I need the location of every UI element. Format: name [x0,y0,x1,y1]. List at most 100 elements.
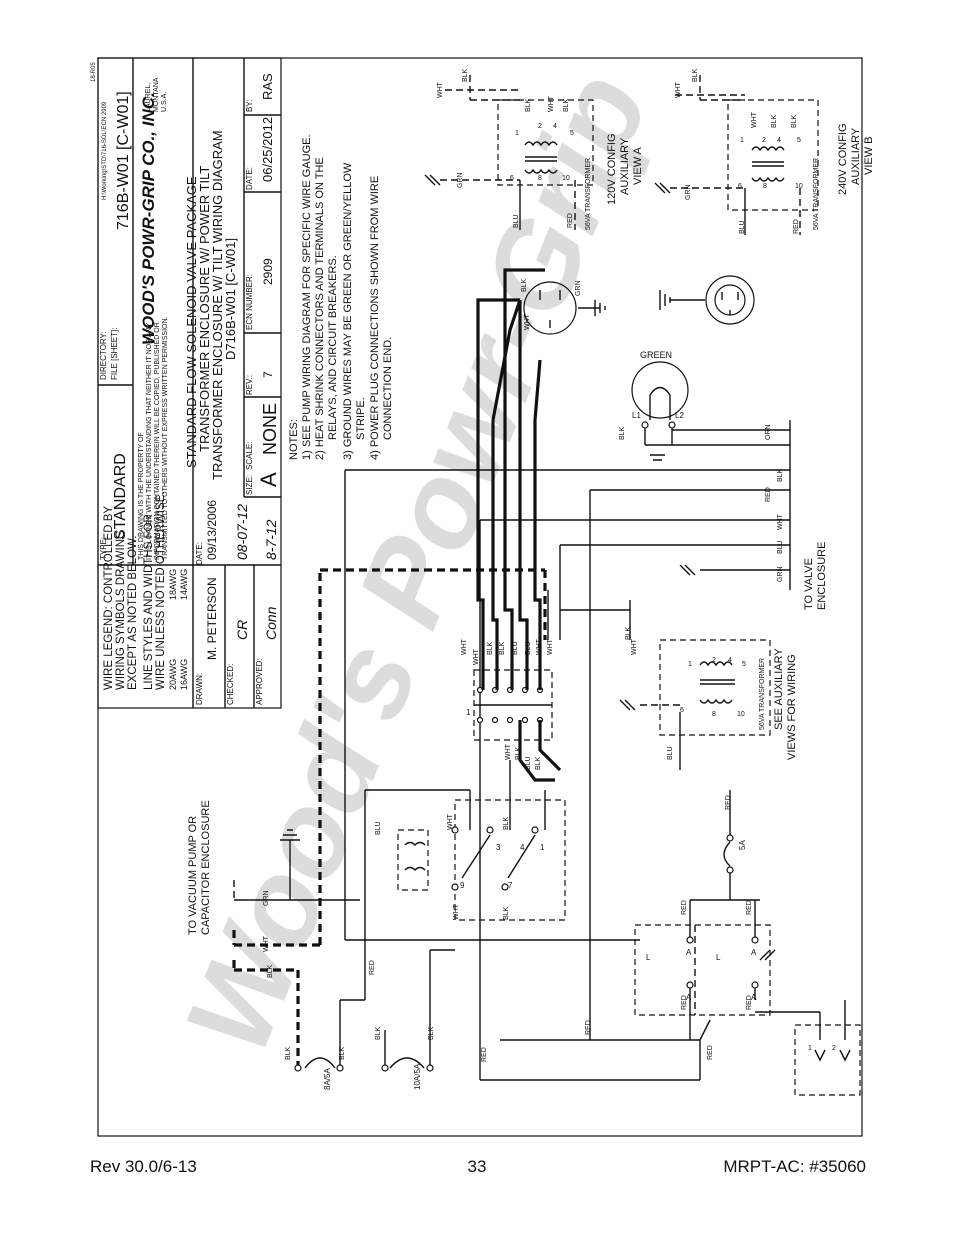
view-a-xfmr-rating: 56VA TRANSFORMER [585,158,592,230]
relay-terminal-7: 7 [508,881,513,890]
type-value: STANDARD [112,453,129,540]
view-b-terminal-2: 2 [762,137,766,144]
fuse-5a-label: 5A [738,840,747,850]
property-line-3: INFORMATION CONTAINED THEREIN WILL BE CO… [154,322,161,560]
location-line-2: MONTANA [153,77,160,112]
checked-date: 08-07-12 [234,504,250,560]
drawn-name: M. PETERSON [205,577,219,660]
view-b-blk-3: BLK [791,114,798,128]
fuse-5a: 5A RED [690,790,760,901]
view-a-wht-2: WHT [548,95,555,112]
drawn-date: 09/13/2006 [205,500,219,560]
view-a-title-2: AUXILIARY [619,137,631,195]
view-a-terminal-6: 6 [510,175,514,182]
view-b-terminal-10: 10 [795,183,803,190]
xfmr-terminal-5: 5 [742,661,746,668]
breaker-8a-label: 8A/5A [323,1068,332,1090]
wire-label-blk-relay-b: BLK [503,906,510,920]
contactor-a-2: A [686,993,692,1002]
view-b-title-2: AUXILIARY [850,127,862,185]
main-transformer: 1 2 4 5 6 8 10 56VA TRANSFORMER BLU WHT … [619,626,798,770]
wire-label-wht-pump: WHT [263,935,270,952]
wire-label-blk-breaker: BLK [285,1046,292,1060]
xfmr-terminal-10: 10 [737,711,745,718]
wire-label-red-k4: RED [746,995,753,1010]
valve-label-2: ENCLOSURE [816,542,828,610]
description-line-1: STANDARD FLOW SOLENOID VALVE PACKAGE [184,176,199,468]
breaker-10a-label: 10A/5A [413,1063,422,1090]
pump-label-2: CAPACITOR ENCLOSURE [200,800,212,935]
gauge-18awg: 18AWG [168,569,178,600]
relay-block: 9 3 7 4 1 WHT BLU BLK WHT BLK [375,760,566,921]
wire-legend-line-2: WIRING SYMBOLS DRAWING [115,530,127,690]
note-3a: 3) GROUND WIRES MAY BE GREEN OR GREEN/YE… [342,162,354,460]
size-value: A [256,472,281,487]
rev-value: 7 [261,371,275,378]
valve-label-1: TO VALVE [803,558,815,610]
wire-label-wht-strip-4: WHT [547,638,554,655]
location-line-3: U.S.A. [161,92,168,112]
motor-green-label: GREEN [640,350,672,360]
wire-label-blk-strip-2: BLK [499,641,506,655]
property-line-4: TRANSMITTED TO OTHERS WITHOUT EXPRESS WR… [162,316,169,560]
location-line-1: LAUREL, [145,83,152,112]
notes-block: NOTES: 1) SEE PUMP WIRING DIAGRAM FOR SP… [288,134,394,460]
view-b-terminal-8: 8 [763,183,767,190]
relay-terminal-3: 3 [496,843,501,852]
property-line-1: THIS DRAWING IS THE PROPERTY OF [138,432,145,560]
size-label: SIZE: [245,475,254,495]
xfmr-terminal-8: 8 [712,711,716,718]
by-label: BY: [245,100,254,112]
line-styles-line-2: WIRE UNLESS NOTED OTHERWISE. [155,491,167,690]
type-label: TYPE: [99,537,108,560]
title-block [97,57,282,709]
view-b-red: RED [793,219,800,234]
view-a-terminal-1: 1 [515,130,519,137]
wire-label-wht-strip-1: WHT [461,638,468,655]
wire-label-blu-relay: BLU [375,821,382,835]
wire-label-grn-valve: GRN [777,566,784,582]
approved-label: APPROVED: [255,658,264,705]
connector-pin-1: 1 [808,1045,812,1052]
wire-label-blk-cb2b: BLK [428,1026,435,1040]
wire-label-blk-relay-a: BLK [503,816,510,830]
connector-pin-2: 2 [832,1045,836,1052]
wire-label-blk-strip-4: BLK [535,756,542,770]
aux-view-a: 1 2 4 5 6 8 10 56VA TRANSFORMER WHT BLK … [424,68,644,230]
view-a-blk-2: BLK [525,98,532,112]
directory-label: DIRECTORY: [99,331,108,380]
wire-label-blk-xfmr: BLK [625,626,632,640]
note-4b: CONNECTION END. [382,337,394,440]
file-value: 716B-W01 [C-W01] [115,91,132,230]
view-a-wht-1: WHT [437,81,444,98]
contactor-a-3: A [751,948,757,957]
view-a-blk-3: BLK [563,98,570,112]
note-3b: STRIPE. [355,397,367,440]
contactor-l-2: L [716,953,721,962]
view-b-title-1: 240V CONFIG [837,123,849,195]
checked-signature: CR [234,620,250,640]
wire-legend-line-1: WIRE LEGEND: CONTROLLED BY [103,506,115,690]
view-b-terminal-1: 1 [740,137,744,144]
note-4a: 4) POWER PLUG CONNECTIONS SHOWN FROM WIR… [369,176,381,460]
view-a-red: RED [567,213,574,228]
wire-label-red-k3: RED [681,995,688,1010]
motor-l1-label: L1 [632,411,641,420]
view-a-title-1: 120V CONFIG [606,133,618,205]
pump-cable: TO VACUUM PUMP OR CAPACITOR ENCLOSURE GR… [187,568,547,1072]
aux-note-1: SEE AUXILIARY [773,648,785,730]
relay-terminal-9: 9 [460,881,465,890]
view-b-wht-2: WHT [751,111,758,128]
approved-date: 8-7-12 [263,519,279,560]
drawn-date-label: DATE: [195,542,204,565]
xfmr-terminal-6: 6 [680,707,684,714]
view-a-terminal-4: 4 [553,123,557,130]
xfmr-rating-label: 56VA TRANSFORMER [759,658,766,730]
date-value: 06/25/2012 [260,117,275,182]
title-block-text: WIRE LEGEND: CONTROLLED BY WIRING SYMBOL… [91,62,281,705]
wire-label-wht-xfmr: WHT [631,638,638,655]
ecn-label: ECN NUMBER: [245,274,254,330]
view-a-blk-1: BLK [462,68,469,82]
motor-l2-label: L2 [675,411,684,420]
